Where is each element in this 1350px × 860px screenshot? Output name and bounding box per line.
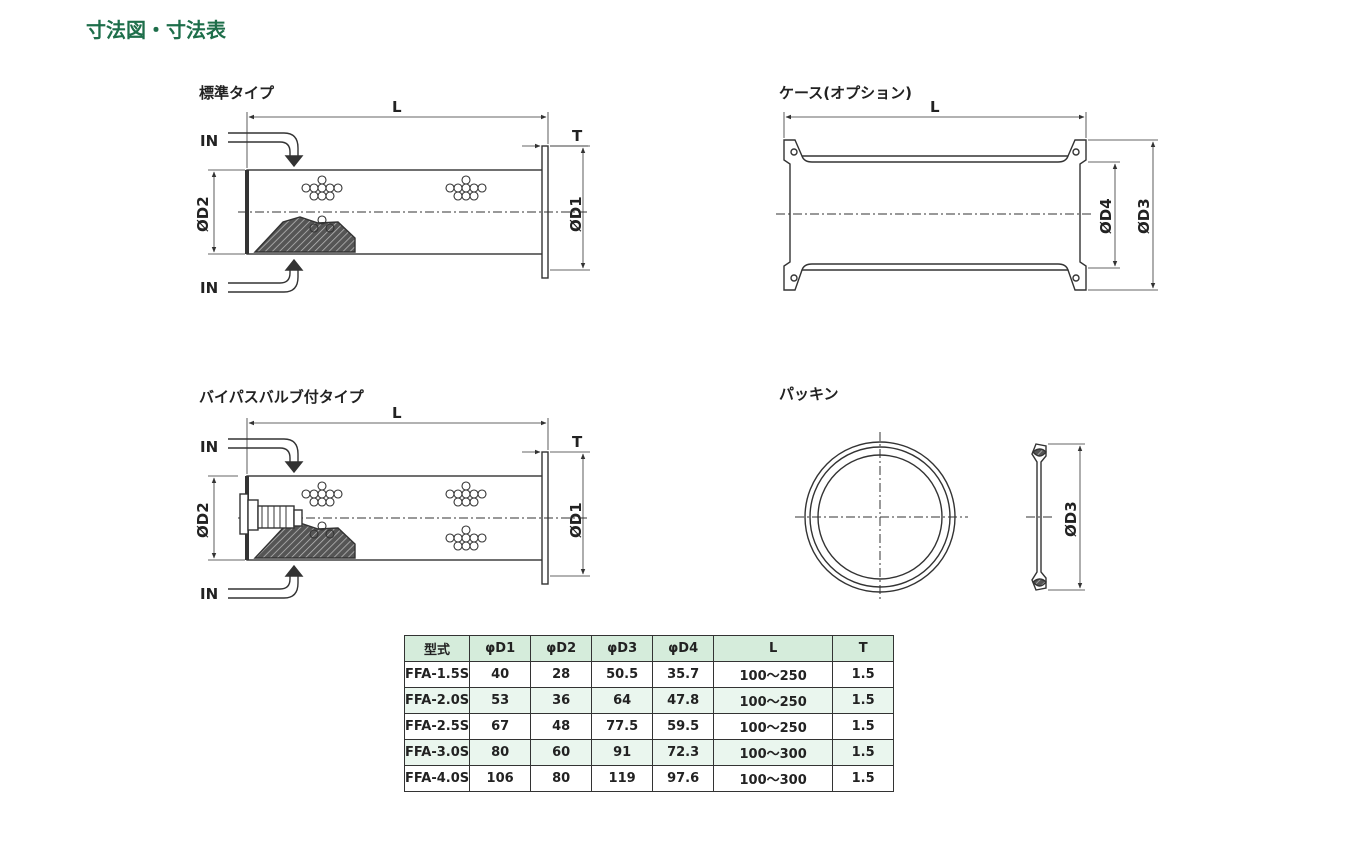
cell-d4: 35.7 (652, 661, 715, 688)
cell-d2: 36 (530, 687, 593, 714)
label-d4: ØD4 (1097, 198, 1115, 234)
table-row: FFA-1.5S 40 28 50.5 35.7 100～250 1.5 (403, 661, 895, 688)
header-d1: φD1 (469, 635, 532, 662)
cell-thickness: 1.5 (832, 765, 895, 792)
caption-bypass-valve-type: バイパスバルブ付タイプ (199, 388, 364, 406)
cell-d3: 64 (591, 687, 654, 714)
cell-length: 100～300 (713, 739, 834, 766)
label-in-top: IN (200, 132, 218, 150)
table-row: FFA-4.0S 106 80 119 97.6 100～300 1.5 (403, 765, 895, 792)
perforation-holes (301, 175, 487, 233)
header-d3: φD3 (591, 635, 654, 662)
cell-model: FFA-1.5S (403, 661, 471, 688)
label-d1: ØD1 (567, 196, 585, 232)
header-model: 型式 (403, 635, 471, 662)
header-d2: φD2 (530, 635, 593, 662)
page-title: 寸法図・寸法表 (86, 18, 226, 42)
cell-model: FFA-3.0S (403, 739, 471, 766)
cell-d3: 50.5 (591, 661, 654, 688)
label-packing-d3: ØD3 (1062, 501, 1080, 537)
cell-d1: 53 (469, 687, 532, 714)
label-bypass-in-top: IN (200, 438, 218, 456)
cell-model: FFA-2.5S (403, 713, 471, 740)
label-in-bottom: IN (200, 279, 218, 297)
cell-d2: 60 (530, 739, 593, 766)
label-case-length: L (930, 98, 940, 116)
case-drawing (776, 112, 1158, 291)
cell-d1: 67 (469, 713, 532, 740)
bypass-valve (239, 493, 303, 535)
label-bypass-d1: ØD1 (567, 502, 585, 538)
caption-standard-type: 標準タイプ (199, 84, 275, 102)
cell-d3: 91 (591, 739, 654, 766)
label-bypass-d2: ØD2 (194, 502, 212, 538)
label-thickness: T (572, 127, 583, 145)
standard-type-drawing (208, 112, 590, 293)
cell-d1: 40 (469, 661, 532, 688)
table-row: FFA-2.5S 67 48 77.5 59.5 100～250 1.5 (403, 713, 895, 740)
cell-length: 100～250 (713, 713, 834, 740)
table-row: FFA-3.0S 80 60 91 72.3 100～300 1.5 (403, 739, 895, 766)
table-row: FFA-2.0S 53 36 64 47.8 100～250 1.5 (403, 687, 895, 714)
packing-drawing (795, 432, 1085, 602)
cell-d4: 59.5 (652, 713, 715, 740)
cell-d4: 97.6 (652, 765, 715, 792)
cell-thickness: 1.5 (832, 713, 895, 740)
cell-d2: 48 (530, 713, 593, 740)
cell-model: FFA-4.0S (403, 765, 471, 792)
cell-thickness: 1.5 (832, 739, 895, 766)
caption-packing: パッキン (779, 385, 839, 403)
header-d4: φD4 (652, 635, 715, 662)
cell-length: 100～250 (713, 687, 834, 714)
cell-d2: 28 (530, 661, 593, 688)
label-d2: ØD2 (194, 196, 212, 232)
cell-d1: 80 (469, 739, 532, 766)
cell-length: 100～250 (713, 661, 834, 688)
dimension-table: 型式 φD1 φD2 φD3 φD4 L T FFA-1.5S 40 28 50… (403, 635, 895, 792)
cell-d3: 119 (591, 765, 654, 792)
cell-d1: 106 (469, 765, 532, 792)
cell-d4: 72.3 (652, 739, 715, 766)
header-thickness: T (832, 635, 895, 662)
label-bypass-thickness: T (572, 433, 583, 451)
bypass-type-drawing (208, 418, 590, 599)
caption-case-option: ケース(オプション) (779, 84, 912, 102)
cell-d2: 80 (530, 765, 593, 792)
table-header-row: 型式 φD1 φD2 φD3 φD4 L T (403, 635, 895, 662)
cell-d3: 77.5 (591, 713, 654, 740)
bypass-perforation-holes (301, 481, 487, 551)
label-case-d3: ØD3 (1135, 198, 1153, 234)
cell-d4: 47.8 (652, 687, 715, 714)
cell-model: FFA-2.0S (403, 687, 471, 714)
label-bypass-in-bottom: IN (200, 585, 218, 603)
label-bypass-length: L (392, 404, 402, 422)
cell-thickness: 1.5 (832, 661, 895, 688)
header-length: L (713, 635, 834, 662)
cell-length: 100～300 (713, 765, 834, 792)
cell-thickness: 1.5 (832, 687, 895, 714)
label-length: L (392, 98, 402, 116)
